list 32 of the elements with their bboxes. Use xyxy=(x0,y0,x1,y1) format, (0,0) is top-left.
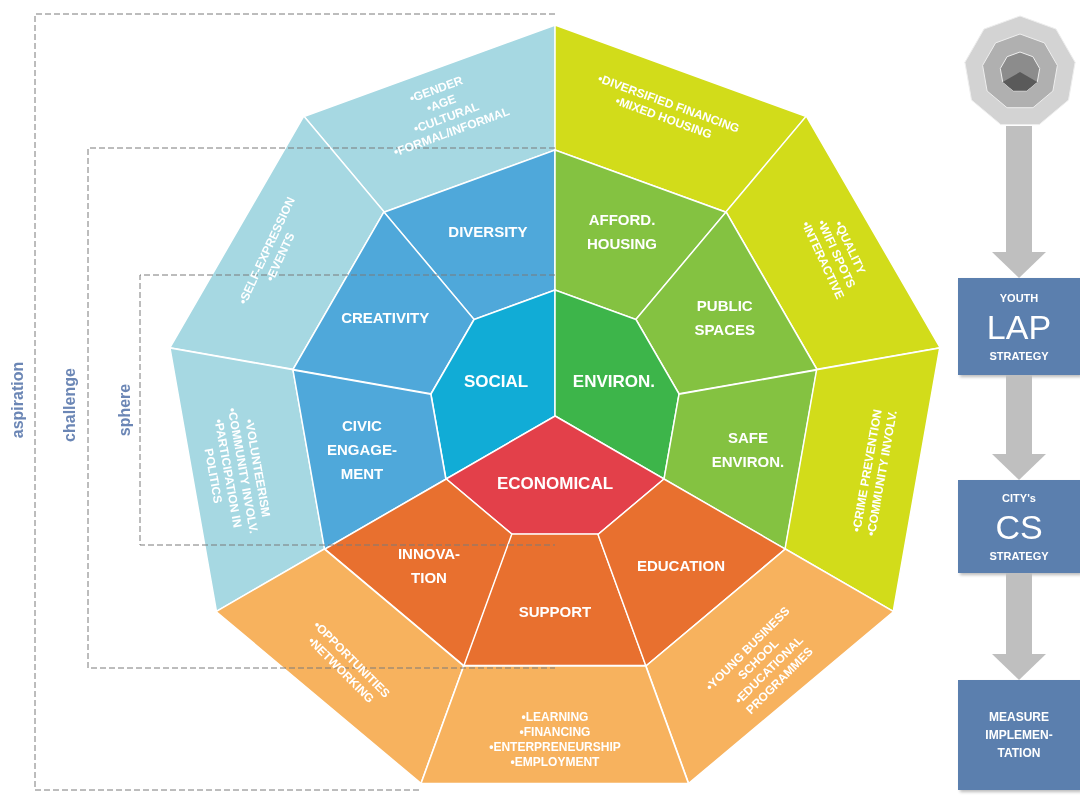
segment-label: INNOVA- TION xyxy=(396,544,462,589)
bullet-item: •LEARNING xyxy=(520,710,590,726)
segment-label: PUBLIC SPACES xyxy=(693,296,756,340)
bullet-item: •ENTERPRENEURSHIP xyxy=(488,740,622,756)
segment-label: CIVIC ENGAGE- MENT xyxy=(325,416,398,484)
bracket-label: sphere xyxy=(116,383,134,437)
bracket-label: aspiration xyxy=(9,361,27,439)
box-caption: MEASURE IMPLEMEN- TATION xyxy=(984,709,1054,762)
segment-label: ENVIRON. xyxy=(571,371,656,393)
segment-label: DIVERSITY xyxy=(447,221,529,242)
segment-label: ECONOMICAL xyxy=(495,473,615,495)
box-caption: STRATEGY xyxy=(988,548,1050,564)
segment-label: AFFORD. HOUSING xyxy=(586,209,659,254)
bullet-item: •EMPLOYMENT xyxy=(509,755,601,771)
box-caption: STRATEGY xyxy=(988,348,1050,364)
bullet-item: •FINANCING xyxy=(518,725,592,741)
segment-label: SUPPORT xyxy=(517,602,593,622)
segment-label: EDUCATION xyxy=(635,556,726,577)
arrow xyxy=(992,375,1046,480)
box-title: LAP xyxy=(985,306,1053,347)
strategy-box xyxy=(958,680,1080,790)
strategy-box xyxy=(958,480,1080,573)
segment-label: CREATIVITY xyxy=(340,308,431,328)
arrow xyxy=(992,126,1046,278)
segment-label: SAFE ENVIRON. xyxy=(710,428,786,472)
box-caption: YOUTH xyxy=(998,290,1040,306)
box-title: CS xyxy=(994,506,1044,547)
bracket-label: challenge xyxy=(61,368,79,442)
arrow xyxy=(992,573,1046,680)
box-caption: CITY's xyxy=(1001,490,1037,506)
strategy-box xyxy=(958,278,1080,375)
segment-label: SOCIAL xyxy=(462,371,530,393)
